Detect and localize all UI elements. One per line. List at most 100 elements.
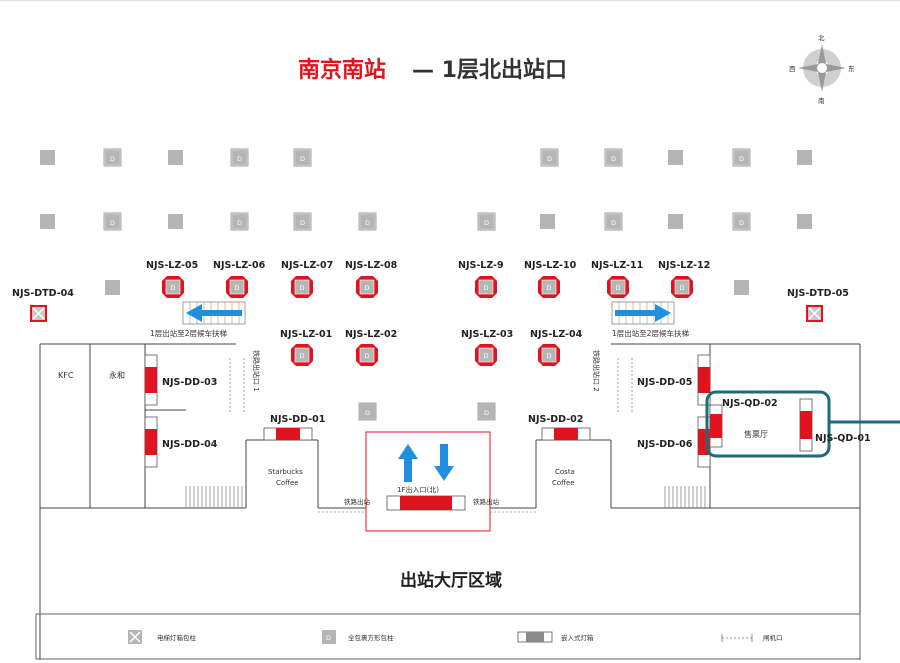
wrapped-column: D [292,147,313,168]
column-letter: D [611,155,616,163]
column-letter: D [237,219,242,227]
legend-item-3: 嵌入式灯箱 [561,633,594,642]
pillar-letter: D [680,284,685,292]
column-letter: D [365,219,370,227]
compass-north: 北 [818,34,825,42]
lightbox-pillar-label: NJS-LZ-05 [146,260,198,271]
pillar-letter: D [484,284,489,292]
qd-02-label: NJS-QD-02 [722,398,778,409]
column-letter: D [110,219,115,227]
lightbox-pillar: D NJS-LZ-01 [280,329,332,366]
column-letter: D [611,219,616,227]
pillar-letter: D [616,284,621,292]
column-letter: D [237,155,242,163]
pillar-letter: D [484,352,489,360]
svg-text:D: D [326,634,331,642]
dd-05-lightbox: NJS-DD-05 [637,354,711,406]
wrapped-column: D [229,147,250,168]
north-entrance: 1F出入口(北) 铁路出站 铁路出站 [318,431,536,532]
entrance-label: 1F出入口(北) [397,485,439,494]
arrow-right-icon [615,304,671,322]
column-square [105,280,120,295]
stairs-right [664,486,706,508]
legend-item-2: 全包裹方形包柱 [348,633,394,642]
legend-item-1: 电梯灯箱包柱 [157,633,197,642]
dd-02-label: NJS-DD-02 [528,414,583,425]
column-letter: D [739,155,744,163]
pillar-letter: D [300,284,305,292]
compass-rose-icon: 北 南 西 东 [789,34,855,105]
wrapped-column: D [603,211,624,232]
entrance-left-label: 铁路出站 [344,497,371,506]
column-square [40,214,55,229]
wrapped-column: D [229,211,250,232]
compass-south: 南 [818,96,825,105]
column-square [168,150,183,165]
pillar-letter: D [547,284,552,292]
stairs-left [185,486,243,508]
column-square [540,214,555,229]
dtd-04-label: NJS-DTD-04 [12,288,74,299]
lightbox-pillar-label: NJS-LZ-03 [461,329,513,340]
legend: 电梯灯箱包柱 D 全包裹方形包柱 嵌入式灯箱 闸机口 [35,613,861,660]
column-letter: D [110,155,115,163]
arrow-down-icon [434,444,454,481]
dd-04-lightbox: NJS-DD-04 [144,416,218,468]
lightbox-pillar: D NJS-LZ-03 [461,329,513,366]
exit-hall-label: 出站大厅区域 [400,570,502,591]
wrapped-column: D [357,401,378,422]
legend-gate-icon [721,634,753,642]
wrapped-column: D [357,211,378,232]
dd-05-label: NJS-DD-05 [637,377,692,388]
compass-west: 西 [789,65,796,73]
dd-03-lightbox: NJS-DD-03 [144,354,217,406]
dd-06-lightbox: NJS-DD-06 [637,416,711,468]
wrapped-column: D [476,211,497,232]
dd-06-label: NJS-DD-06 [637,439,693,450]
lightbox-pillar-label: NJS-LZ-06 [213,260,266,271]
pillar-letter: D [300,352,305,360]
shop-starbucks-2: Coffee [276,479,299,487]
wrapped-column: D [292,211,313,232]
dd-03-label: NJS-DD-03 [162,377,217,388]
wrapped-column: D [603,147,624,168]
qd-01-label: NJS-QD-01 [815,433,871,444]
legend-lightbox-icon [517,631,553,643]
escalator-right-label: 1层出站至2层候车扶梯 [612,328,690,338]
exit-sign-right-text: 铁路出站口 2 [592,350,601,392]
wrapped-column: D [476,401,497,422]
column-letter: D [739,219,744,227]
shop-costa-2: Coffee [552,479,575,487]
lightbox-pillar-label: NJS-LZ-01 [280,329,332,340]
column-letter: D [484,219,489,227]
wrapped-column: D [102,147,123,168]
lightbox-pillar: D NJS-LZ-10 [524,260,577,298]
wrapped-column: D [731,147,752,168]
column-letter: D [547,155,552,163]
column-letter: D [484,409,489,417]
escalator-right: 1层出站至2层候车扶梯 [611,301,690,338]
dtd-pillar-05: NJS-DTD-05 [787,288,849,322]
legend-x-pillar-icon [128,630,142,644]
column-square [734,280,749,295]
lightbox-pillar-label: NJS-LZ-08 [345,260,398,271]
lightbox-pillar-label: NJS-LZ-9 [458,260,504,271]
shop-costa-1: Costa [555,468,575,476]
legend-item-4: 闸机口 [763,633,783,642]
compass-east: 东 [848,64,855,73]
shop-kfc: KFC [58,371,74,380]
shop-starbucks-1: Starbucks [268,468,303,476]
exit-sign-left-text: 铁路出站口 1 [252,350,261,392]
column-square [668,150,683,165]
lightbox-pillar-label: NJS-LZ-10 [524,260,577,271]
dd-04-label: NJS-DD-04 [162,439,218,450]
dtd-05-label: NJS-DTD-05 [787,288,849,299]
lightbox-pillar: D NJS-LZ-9 [458,260,504,298]
shop-yonghe: 永和 [109,370,125,380]
column-letter: D [300,219,305,227]
